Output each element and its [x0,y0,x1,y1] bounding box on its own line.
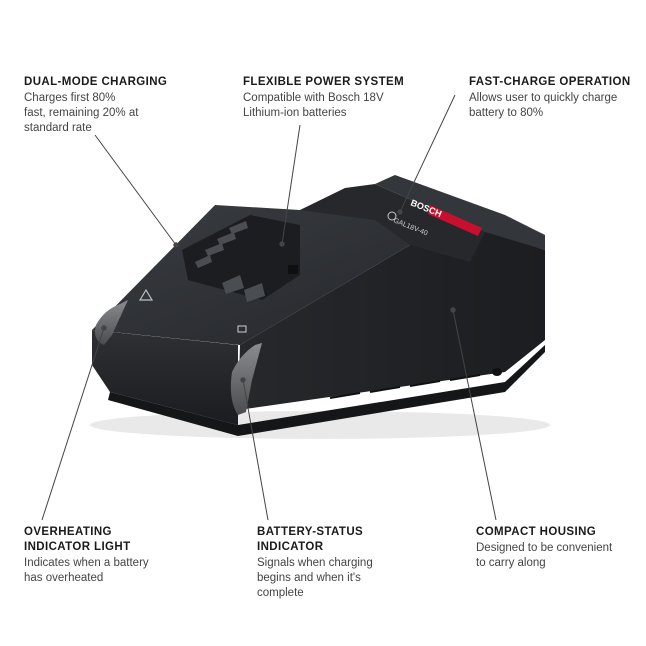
side-vents [329,374,481,399]
connector-tab [288,265,298,274]
callout-dual-mode-charging: DUAL-MODE CHARGING Charges first 80% fas… [24,75,194,136]
callout-title: FAST-CHARGE OPERATION [469,76,631,88]
callout-desc: Indicates when a battery has overheated [24,557,149,584]
callout-desc: Allows user to quickly charge battery to… [469,92,618,119]
left-end-cap [95,300,128,345]
housing-side [238,225,545,410]
callout-compact-housing: COMPACT HOUSING Designed to be convenien… [476,525,641,571]
callout-flexible-power-system: FLEXIBLE POWER SYSTEM Compatible with Bo… [243,75,433,121]
foot [492,368,502,376]
callout-title: FLEXIBLE POWER SYSTEM [243,76,405,88]
leader-lines [41,94,497,521]
warning-icon [138,288,154,301]
rear-tower-face [375,175,545,250]
battery-slot [182,215,300,300]
callout-title: COMPACT HOUSING [476,526,597,538]
red-accent [428,205,482,236]
callout-fast-charge-operation: FAST-CHARGE OPERATION Allows user to qui… [469,75,644,121]
housing-front [92,330,238,425]
callout-title: OVERHEATING INDICATOR LIGHT [24,526,131,553]
callout-title: BATTERY-STATUS INDICATOR [257,526,364,553]
callout-overheating-indicator: OVERHEATING INDICATOR LIGHT Indicates wh… [24,525,194,586]
callout-desc: Compatible with Bosch 18V Lithium-ion ba… [243,92,384,119]
callout-title: DUAL-MODE CHARGING [24,76,168,88]
housing-base [108,345,545,436]
callout-desc: Designed to be convenient to carry along [476,542,613,569]
callout-desc: Charges first 80% fast, remaining 20% at… [24,92,139,134]
center-end-cap [230,343,262,415]
callout-desc: Signals when charging begins and when it… [257,557,373,599]
rear-tower [300,184,485,262]
battery-status-icon [237,325,247,333]
slot-rails [195,221,265,302]
brand-emblem [387,211,397,221]
callout-battery-status-indicator: BATTERY-STATUS INDICATOR Signals when ch… [257,525,427,601]
